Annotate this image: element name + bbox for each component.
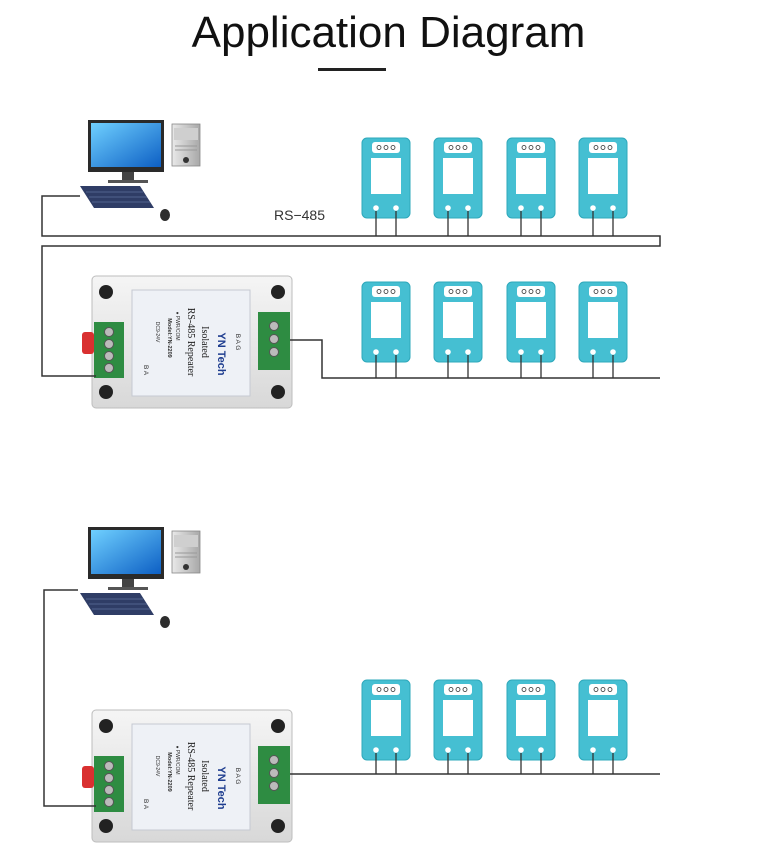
- computer-bottom: [79, 526, 201, 629]
- slave-device: [506, 679, 556, 774]
- slave-device: [578, 137, 628, 236]
- title-underline: [318, 68, 386, 71]
- repeater-bottom: YN Tech Isolated RS-485 Repeater ● PWR/C…: [81, 709, 293, 843]
- repeater-line1: Isolated: [199, 760, 210, 792]
- repeater-line2: RS-485 Repeater: [185, 308, 196, 377]
- device-row-repeater-bottom: [361, 679, 628, 774]
- slave-device: [433, 679, 483, 774]
- repeater-left-terminals: B A: [142, 365, 149, 376]
- slave-device: [361, 679, 411, 774]
- repeater-line1: Isolated: [199, 326, 210, 358]
- slave-device: [433, 281, 483, 378]
- repeater-right-terminals: B A G: [234, 768, 241, 785]
- slave-device: [433, 137, 483, 236]
- repeater-power: DC9-24V: [154, 756, 160, 777]
- device-row-bus: [361, 137, 628, 236]
- slave-device: [361, 137, 411, 236]
- repeater-line2: RS-485 Repeater: [185, 742, 196, 811]
- slave-device: [578, 281, 628, 378]
- slave-device: [361, 281, 411, 378]
- repeater-indicator: ● PWR/COM: [174, 745, 180, 774]
- page-title: Application Diagram: [191, 8, 586, 57]
- repeater-left-terminals: B A: [142, 799, 149, 810]
- repeater-indicator: ● PWR/COM: [174, 311, 180, 340]
- repeater-power: DC9-24V: [154, 322, 160, 343]
- wire-pc-to-bus: [41, 195, 661, 377]
- computer-top: [79, 119, 201, 222]
- repeater-top: YN Tech Isolated RS-485 Repeater ● PWR/C…: [81, 275, 293, 409]
- slave-device: [506, 281, 556, 378]
- repeater-brand: YN Tech: [215, 766, 227, 809]
- device-row-repeater-top: [361, 281, 628, 378]
- repeater-right-terminals: B A G: [234, 334, 241, 351]
- slave-device: [506, 137, 556, 236]
- repeater-model: Model:YN-2209: [166, 752, 172, 791]
- slave-device: [578, 679, 628, 774]
- repeater-brand: YN Tech: [215, 332, 227, 375]
- repeater-model: Model:YN-2209: [166, 318, 172, 357]
- wire-repeater-top-output: [290, 339, 660, 379]
- wire-pc-to-repeater-bottom: [43, 589, 96, 807]
- rs485-bus-label: RS−485: [274, 207, 325, 223]
